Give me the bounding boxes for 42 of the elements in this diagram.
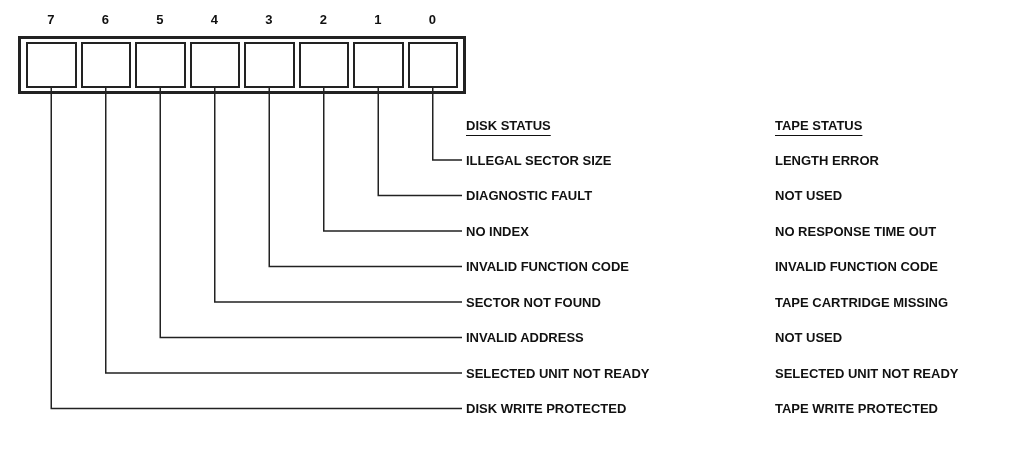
- leader-line: [377, 87, 463, 197]
- bit-number: 4: [210, 12, 218, 28]
- leader-line: [432, 87, 463, 161]
- bit-cell: [407, 42, 458, 88]
- column-heading: DISK STATUS: [466, 118, 551, 134]
- status-label: INVALID FUNCTION CODE: [775, 259, 938, 274]
- bit-cell: [189, 42, 240, 88]
- status-label: TAPE WRITE PROTECTED: [775, 401, 938, 416]
- leader-line: [268, 87, 463, 268]
- bit-number: 7: [47, 12, 55, 28]
- column-heading: TAPE STATUS: [775, 118, 863, 134]
- bit-number: 2: [319, 12, 327, 28]
- bit-number: 1: [374, 12, 382, 28]
- status-label: DIAGNOSTIC FAULT: [466, 188, 594, 203]
- status-label: NOT USED: [775, 330, 843, 345]
- bit-cell: [244, 42, 295, 88]
- bit-number: 3: [265, 12, 273, 28]
- bit-cell: [353, 42, 404, 88]
- bit-number: 5: [156, 12, 164, 28]
- bit-cell: [298, 42, 349, 88]
- status-label: LENGTH ERROR: [775, 152, 879, 168]
- leader-line: [50, 87, 463, 410]
- bit-cell: [26, 42, 77, 88]
- status-label: SELECTED UNIT NOT READY: [775, 365, 959, 381]
- status-label: NO INDEX: [466, 223, 530, 239]
- status-label: INVALID FUNCTION CODE: [466, 259, 630, 274]
- bit-number: 0: [428, 12, 436, 28]
- status-label: SELECTED UNIT NOT READY: [466, 365, 651, 381]
- status-label: NOT USED: [775, 188, 843, 203]
- leader-line: [214, 87, 463, 303]
- leader-line: [159, 87, 463, 339]
- status-label: ILLEGAL SECTOR SIZE: [466, 152, 613, 168]
- status-label: SECTOR NOT FOUND: [466, 294, 602, 310]
- bit-number: 6: [101, 12, 109, 28]
- leader-line: [105, 87, 463, 374]
- bit-cell: [135, 42, 186, 88]
- status-label: DISK WRITE PROTECTED: [466, 401, 628, 416]
- status-label: TAPE CARTRIDGE MISSING: [775, 294, 949, 310]
- leader-line: [323, 87, 463, 232]
- status-label: NO RESPONSE TIME OUT: [775, 223, 937, 239]
- bit-cell: [80, 42, 131, 88]
- status-label: INVALID ADDRESS: [466, 330, 585, 345]
